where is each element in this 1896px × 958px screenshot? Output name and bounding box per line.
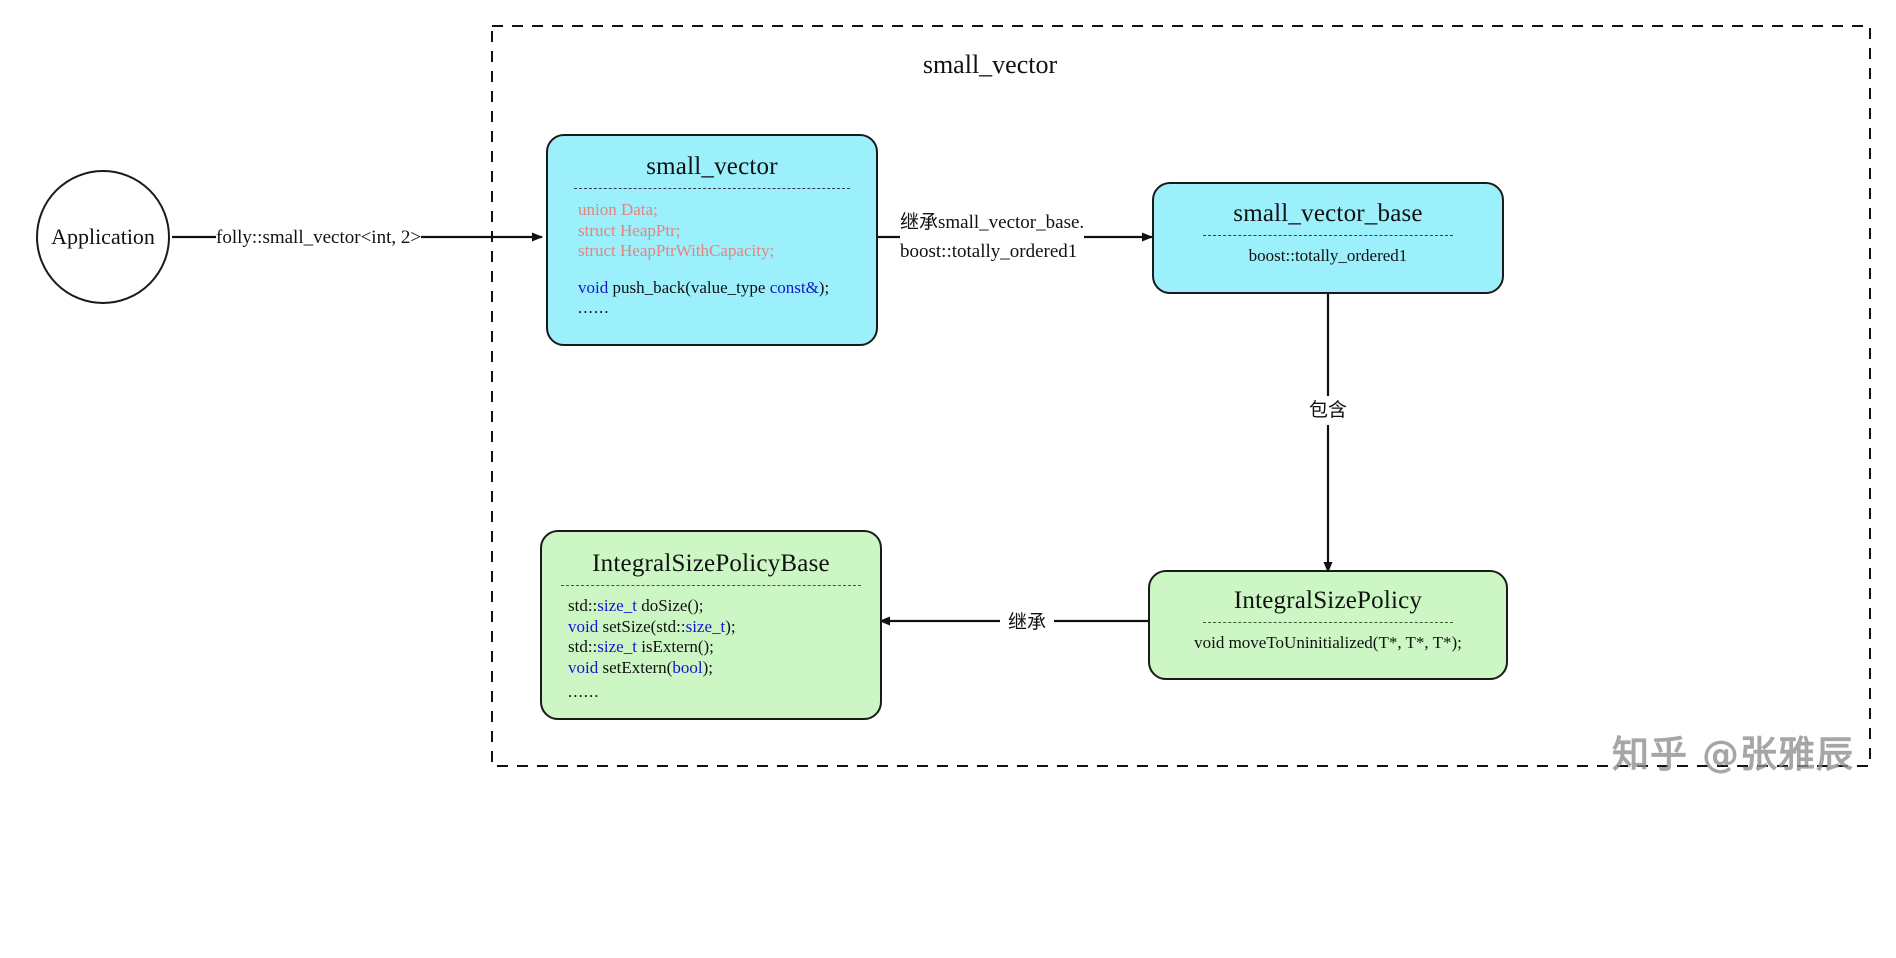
method-line-isextern: std::size_t isExtern(); bbox=[568, 637, 714, 656]
node-integral-size-policy-base-members: std::size_t doSize(); void setSize(std::… bbox=[568, 596, 880, 703]
node-integral-size-policy-base[interactable]: IntegralSizePolicyBase std::size_t doSiz… bbox=[540, 530, 882, 720]
edge-label-line-2: boost::totally_ordered1 bbox=[900, 241, 1078, 262]
node-integral-size-policy[interactable]: IntegralSizePolicy void moveToUninitiali… bbox=[1148, 570, 1508, 680]
edge-label-small-vector-to-base: 继承small_vector_base. boost::totally_orde… bbox=[900, 208, 1085, 266]
actor-application-label: Application bbox=[51, 224, 155, 249]
method-line-setsize: void setSize(std::size_t); bbox=[568, 616, 736, 636]
method-signature: push_back(value_type bbox=[608, 277, 770, 297]
node-integral-size-policy-base-ellipsis: ...... bbox=[568, 682, 600, 701]
node-small-vector[interactable]: small_vector union Data; struct HeapPtr;… bbox=[546, 134, 878, 346]
node-small-vector-title: small_vector bbox=[646, 153, 778, 180]
member-spacer bbox=[578, 262, 876, 278]
node-integral-size-policy-base-divider bbox=[561, 585, 861, 586]
node-small-vector-divider bbox=[574, 188, 850, 189]
node-small-vector-base-title: small_vector_base bbox=[1233, 200, 1423, 227]
watermark-site: 知乎 bbox=[1612, 733, 1688, 776]
node-small-vector-ellipsis: ...... bbox=[578, 298, 610, 317]
edge-label-line-1: 继承small_vector_base. bbox=[900, 212, 1085, 233]
node-small-vector-base-divider bbox=[1203, 235, 1453, 236]
actor-application[interactable]: Application bbox=[36, 170, 170, 304]
method-tail: ); bbox=[818, 277, 830, 297]
keyword-void: void bbox=[578, 277, 609, 297]
edge-label-app-to-small-vector: folly::small_vector<int, 2> bbox=[216, 225, 422, 250]
node-integral-size-policy-divider bbox=[1203, 622, 1453, 623]
node-integral-size-policy-title: IntegralSizePolicy bbox=[1233, 587, 1423, 614]
method-line-push-back: void push_back(value_type const&); bbox=[578, 278, 876, 299]
watermark: 知乎 @张雅辰 bbox=[1612, 724, 1854, 778]
watermark-handle: @张雅辰 bbox=[1702, 733, 1854, 776]
edge-label-policy-to-policy-base: 继承 bbox=[1000, 608, 1055, 637]
keyword-const-ref: const& bbox=[769, 277, 819, 297]
member-line: struct HeapPtrWithCapacity; bbox=[578, 241, 775, 260]
node-integral-size-policy-base-title: IntegralSizePolicyBase bbox=[592, 550, 830, 577]
node-small-vector-members: union Data; struct HeapPtr; struct HeapP… bbox=[578, 200, 876, 319]
method-line-setextern: void setExtern(bool); bbox=[568, 657, 713, 677]
member-line: union Data; bbox=[578, 200, 658, 219]
member-line: struct HeapPtr; bbox=[578, 220, 681, 240]
edge-label-base-to-policy: 包含 bbox=[1303, 396, 1354, 425]
container-title: small_vector bbox=[922, 50, 1058, 79]
node-small-vector-base-content: boost::totally_ordered1 bbox=[1248, 246, 1408, 265]
method-line-dosize: std::size_t doSize(); bbox=[568, 596, 704, 615]
node-integral-size-policy-content: void moveToUninitialized(T*, T*, T*); bbox=[1194, 633, 1462, 652]
node-small-vector-base[interactable]: small_vector_base boost::totally_ordered… bbox=[1152, 182, 1504, 294]
